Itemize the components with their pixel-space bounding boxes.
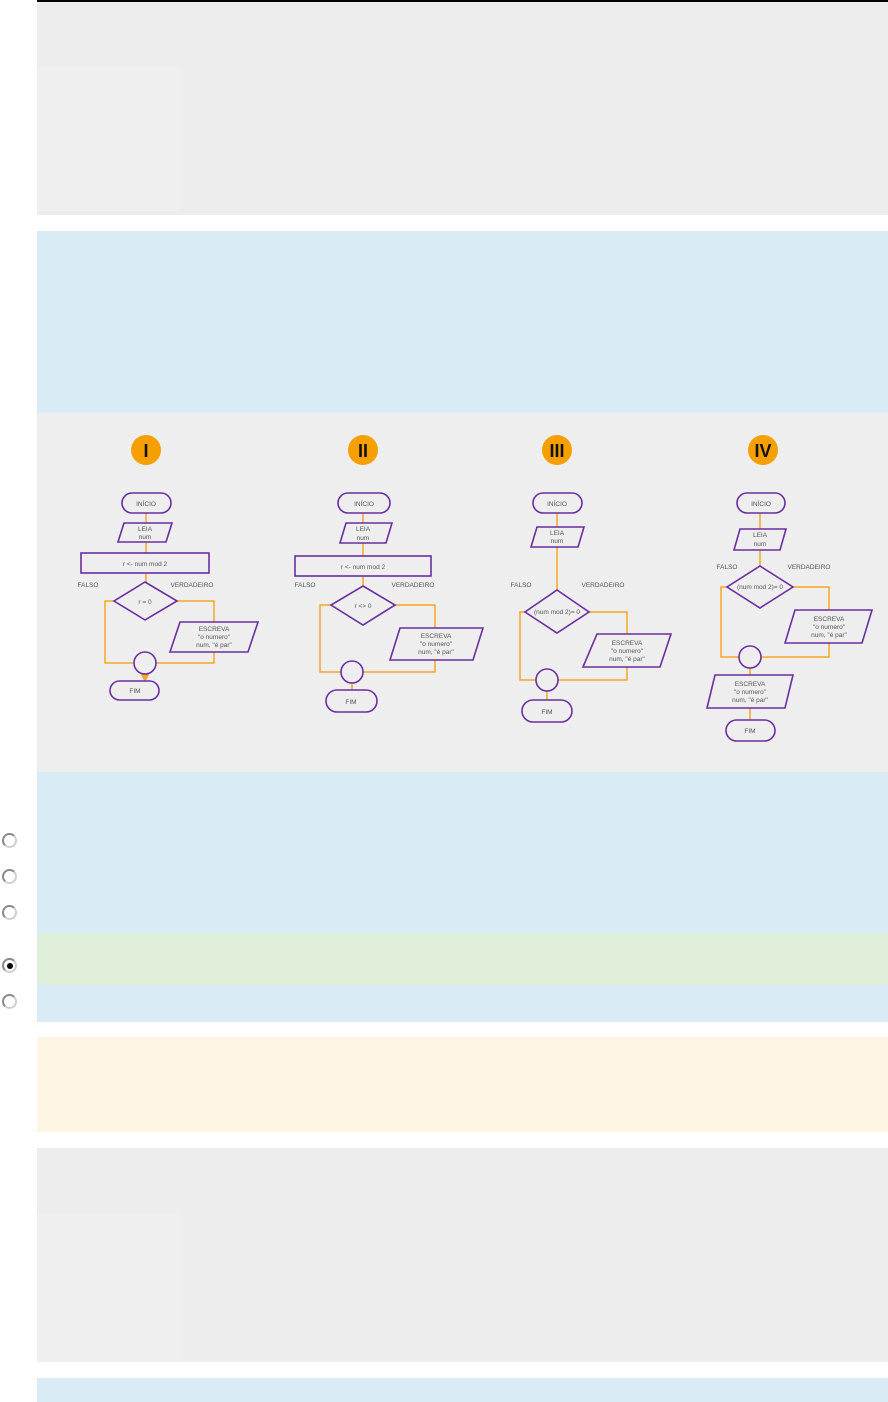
start-terminal: [121, 492, 172, 514]
write-label: ESCREVA: [612, 640, 643, 647]
true-label: VERDADEIRO: [582, 582, 625, 589]
false-label: FALSO: [78, 582, 99, 589]
false-label: FALSO: [717, 564, 738, 571]
read-label: LEIA: [356, 526, 371, 533]
start-label: INÍCIO: [136, 499, 156, 508]
read-var: num: [139, 534, 152, 541]
read-var: num: [551, 538, 564, 545]
radio-option-4-selected[interactable]: [2, 958, 17, 973]
badge-label: III: [549, 441, 564, 461]
true-label: VERDADEIRO: [788, 564, 831, 571]
write-text: "o numero": [813, 624, 846, 631]
read-label: LEIA: [138, 526, 153, 533]
true-label: VERDADEIRO: [171, 582, 214, 589]
badge-label: I: [143, 441, 148, 461]
process-label: r <- num mod 2: [123, 561, 168, 568]
question-info-panel: [37, 2, 888, 215]
start-label: INÍCIO: [751, 499, 771, 508]
answer-option[interactable]: [0, 950, 888, 984]
read-label: LEIA: [550, 530, 565, 537]
write-text: num, "é par": [418, 649, 454, 656]
badge-iv: [748, 435, 778, 465]
badge-iii: [542, 435, 572, 465]
end-label: FIM: [345, 699, 356, 706]
start-label: INÍCIO: [354, 499, 374, 508]
write-label: ESCREVA: [421, 633, 452, 640]
write-text: "o numero": [611, 648, 644, 655]
question-info-panel: [37, 1148, 888, 1362]
read-var: num: [754, 541, 767, 548]
next-question-text-area: [37, 1378, 888, 1402]
write-text: num, "é par": [732, 697, 768, 704]
write-label: ESCREVA: [735, 681, 766, 688]
end-label: FIM: [541, 709, 552, 716]
read-var: num: [357, 535, 370, 542]
start-label: INÍCIO: [547, 499, 567, 508]
badge-ii: [348, 435, 378, 465]
numeral-badges: [131, 435, 778, 465]
condition-label: r <> 0: [355, 603, 372, 610]
question-info-inner: [37, 67, 181, 211]
write-text: "o numero": [420, 641, 453, 648]
write-text: "o numero": [198, 634, 231, 641]
radio-option-3[interactable]: [2, 905, 17, 920]
top-border: [37, 0, 888, 2]
write-label: ESCREVA: [199, 626, 230, 633]
condition-label: r = 0: [138, 599, 152, 606]
answer-option[interactable]: [0, 823, 888, 857]
feedback-panel: [37, 1037, 888, 1132]
radio-option-5[interactable]: [2, 994, 17, 1009]
question-info-inner: [37, 1213, 181, 1360]
process-label: r <- num mod 2: [341, 564, 386, 571]
flowchart-figure: I II III IV INÍCIO LEIA num r <- num mod…: [37, 413, 888, 772]
answer-option[interactable]: [0, 895, 888, 930]
false-label: FALSO: [511, 582, 532, 589]
write-text: "o numero": [734, 689, 767, 696]
condition-label: (num mod 2)= 0: [534, 609, 580, 616]
end-label: FIM: [744, 728, 755, 735]
badge-label: IV: [754, 441, 771, 461]
condition-label: (num mod 2)= 0: [737, 584, 783, 591]
answer-option[interactable]: [0, 986, 888, 1020]
question-text-area: [37, 231, 888, 413]
write-text: num, "é par": [811, 632, 847, 639]
radio-option-2[interactable]: [2, 869, 17, 884]
write-label: ESCREVA: [814, 616, 845, 623]
answer-option[interactable]: [0, 859, 888, 893]
radio-option-1[interactable]: [2, 833, 17, 848]
answer-option-correct[interactable]: [37, 933, 888, 985]
end-label: FIM: [129, 688, 140, 695]
write-text: num, "é par": [609, 656, 645, 663]
badge-i: [131, 435, 161, 465]
read-label: LEIA: [753, 532, 768, 539]
write-text: num, "é par": [196, 642, 232, 649]
true-label: VERDADEIRO: [392, 582, 435, 589]
false-label: FALSO: [295, 582, 316, 589]
badge-label: II: [358, 441, 368, 461]
